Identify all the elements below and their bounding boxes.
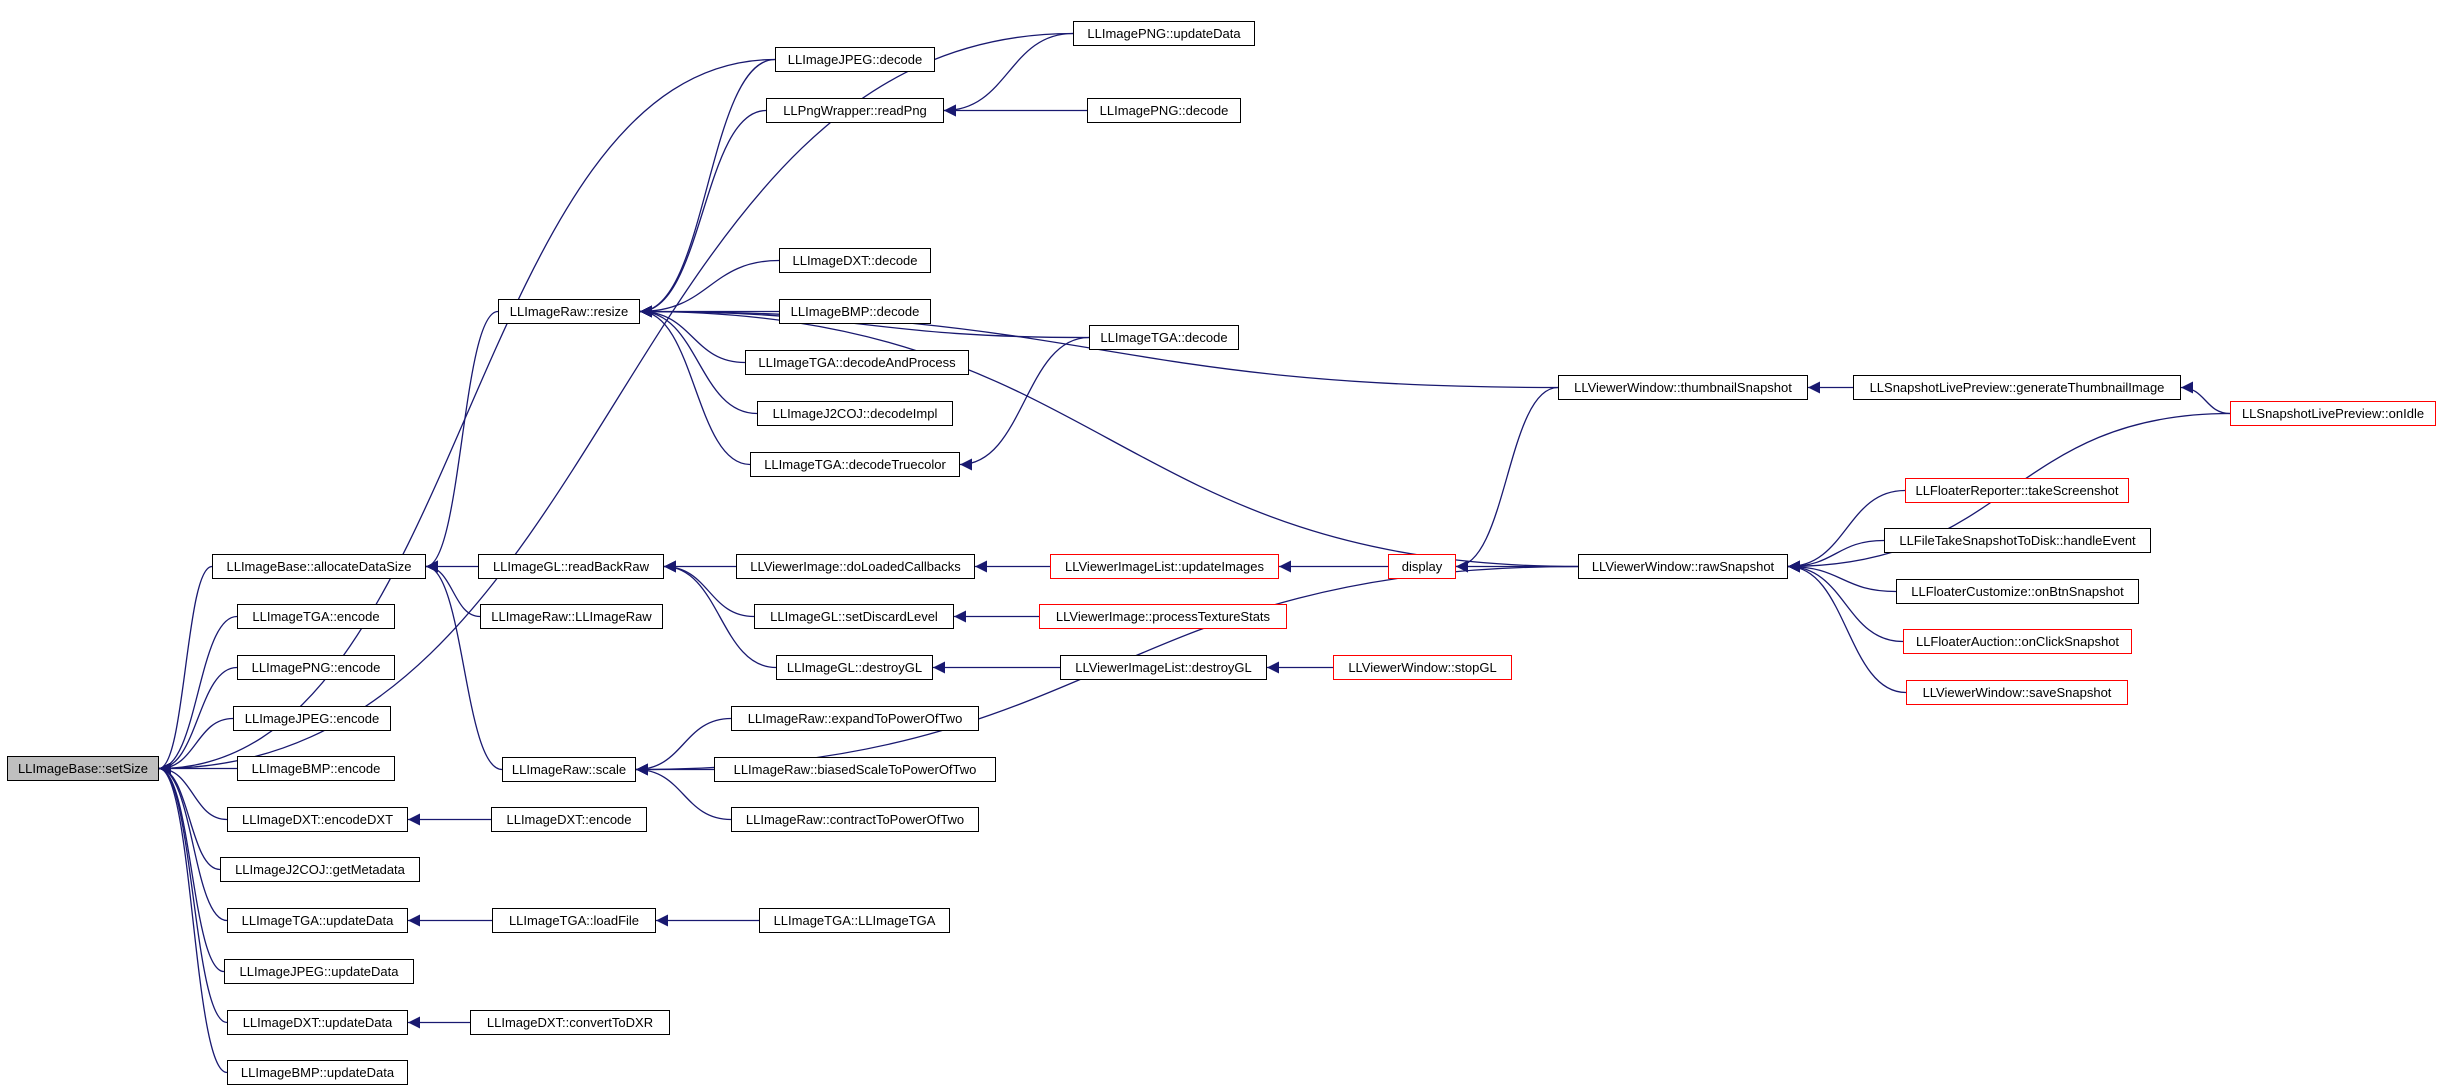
node-vw-rawsnapshot[interactable]: LLViewerWindow::rawSnapshot [1578,554,1788,579]
node-png-encode[interactable]: LLImagePNG::encode [237,655,395,680]
edge-raw_expand-to-raw_scale [635,717,732,776]
edge-vw_save-to-vw_raw [1787,560,1907,694]
node-dxt-encode[interactable]: LLImageDXT::encode [491,807,647,832]
edge-fc_onbtn-to-vw_raw [1787,560,1897,593]
node-fr-takescreenshot[interactable]: LLFloaterReporter::takeScreenshot [1905,478,2129,503]
edge-fa_onclick-to-vw_raw [1787,560,1904,643]
edge-tga_decode-to-tga_decodetrue [959,336,1090,471]
node-tga-llimagetga[interactable]: LLImageTGA::LLImageTGA [759,908,950,933]
node-raw-llimageraw[interactable]: LLImageRaw::LLImageRaw [480,604,663,629]
node-png-decode[interactable]: LLImagePNG::decode [1087,98,1241,123]
node-vw-savesnapshot[interactable]: LLViewerWindow::saveSnapshot [1906,680,2128,705]
node-dxt-updatedata[interactable]: LLImageDXT::updateData [227,1010,408,1035]
edge-raw_contract-to-raw_scale [635,763,732,821]
edge-tga_encode-to-root [158,615,238,775]
edge-dxt_decode-to-raw_resize [639,259,780,318]
node-vw-thumbnailsnapshot[interactable]: LLViewerWindow::thumbnailSnapshot [1558,375,1808,400]
node-fc-onbtnsnapshot[interactable]: LLFloaterCustomize::onBtnSnapshot [1896,579,2139,604]
edge-gl_destroy-to-gl_readback [663,560,777,669]
node-tga-decode[interactable]: LLImageTGA::decode [1089,325,1239,350]
edge-ftsd_handle-to-vw_raw [1787,539,1885,573]
node-allocate-data-size[interactable]: LLImageBase::allocateDataSize [212,554,426,579]
node-slp-generatethumbnailimage[interactable]: LLSnapshotLivePreview::generateThumbnail… [1853,375,2181,400]
node-j2c-decodeimpl[interactable]: LLImageJ2COJ::decodeImpl [757,401,953,426]
node-slp-onidle[interactable]: LLSnapshotLivePreview::onIdle [2230,401,2436,426]
edge-tga_decodetrue-to-raw_resize [639,305,751,466]
node-vil-updateimages[interactable]: LLViewerImageList::updateImages [1050,554,1279,579]
node-fa-onclicksnapshot[interactable]: LLFloaterAuction::onClickSnapshot [1903,629,2132,654]
node-tga-updatedata[interactable]: LLImageTGA::updateData [227,908,408,933]
node-raw-resize[interactable]: LLImageRaw::resize [498,299,640,324]
node-raw-contracttopoweroftwo[interactable]: LLImageRaw::contractToPowerOfTwo [731,807,979,832]
node-jpeg-encode[interactable]: LLImageJPEG::encode [233,706,391,731]
node-raw-biasedscaletopoweroftwo[interactable]: LLImageRaw::biasedScaleToPowerOfTwo [714,757,996,782]
edge-j2c_decodeimpl-to-raw_resize [639,305,758,415]
node-raw-scale[interactable]: LLImageRaw::scale [502,757,636,782]
node-bmp-decode[interactable]: LLImageBMP::decode [779,299,931,324]
edge-jpeg_decode-to-raw_resize [639,58,776,318]
node-raw-expandtopoweroftwo[interactable]: LLImageRaw::expandToPowerOfTwo [731,706,979,731]
node-vw-stopgl[interactable]: LLViewerWindow::stopGL [1333,655,1512,680]
edge-vw_raw-to-raw_resize [639,305,1579,568]
node-png-updatedata[interactable]: LLImagePNG::updateData [1073,21,1255,46]
node-tga-decodetruecolor[interactable]: LLImageTGA::decodeTruecolor [750,452,960,477]
node-image-base-setsize[interactable]: LLImageBase::setSize [7,756,159,781]
edge-vw_thumb-to-display [1455,386,1559,573]
node-jpeg-updatedata[interactable]: LLImageJPEG::updateData [224,959,414,984]
node-tga-loadfile[interactable]: LLImageTGA::loadFile [492,908,656,933]
node-j2c-getmetadata[interactable]: LLImageJ2COJ::getMetadata [220,857,420,882]
node-png-readpng[interactable]: LLPngWrapper::readPng [766,98,944,123]
node-gl-setdiscardlevel[interactable]: LLImageGL::setDiscardLevel [754,604,954,629]
edge-raw_resize-to-allocate [425,310,499,573]
edge-tga_decodeproc-to-raw_resize [639,305,746,364]
edge-raw_scale-to-allocate [425,560,503,771]
node-dxt-encodedxt[interactable]: LLImageDXT::encodeDXT [227,807,408,832]
node-vi-doloadedcallbacks[interactable]: LLViewerImage::doLoadedCallbacks [736,554,975,579]
edge-png_readpng-to-raw_resize [639,109,767,318]
node-dxt-decode[interactable]: LLImageDXT::decode [779,248,931,273]
node-gl-readbackraw[interactable]: LLImageGL::readBackRaw [478,554,664,579]
edge-png_update-to-png_readpng [943,32,1074,117]
edge-png_encode-to-root [158,666,238,775]
edge-bmp_update-to-root [158,762,228,1074]
node-vi-processtexturestats[interactable]: LLViewerImage::processTextureStats [1039,604,1287,629]
edge-slp_idle-to-slp_gen [2180,381,2231,415]
node-gl-destroygl[interactable]: LLImageGL::destroyGL [776,655,933,680]
node-dxt-converttodxr[interactable]: LLImageDXT::convertToDXR [470,1010,670,1035]
edge-dxt_update-to-root [158,762,228,1024]
node-display[interactable]: display [1388,554,1456,579]
node-bmp-updatedata[interactable]: LLImageBMP::updateData [227,1060,408,1085]
edge-fr_take-to-vw_raw [1787,489,1906,573]
node-tga-encode[interactable]: LLImageTGA::encode [237,604,395,629]
node-bmp-encode[interactable]: LLImageBMP::encode [237,756,395,781]
node-ftsd-handleevent[interactable]: LLFileTakeSnapshotToDisk::handleEvent [1884,528,2151,553]
node-jpeg-decode[interactable]: LLImageJPEG::decode [775,47,935,72]
edge-allocate-to-root [158,565,213,775]
node-tga-decodeandprocess[interactable]: LLImageTGA::decodeAndProcess [745,350,969,375]
edge-tga_decode-to-raw_resize [639,305,1090,339]
edge-tga_update-to-root [158,762,228,922]
node-vil-destroygl[interactable]: LLViewerImageList::destroyGL [1060,655,1267,680]
